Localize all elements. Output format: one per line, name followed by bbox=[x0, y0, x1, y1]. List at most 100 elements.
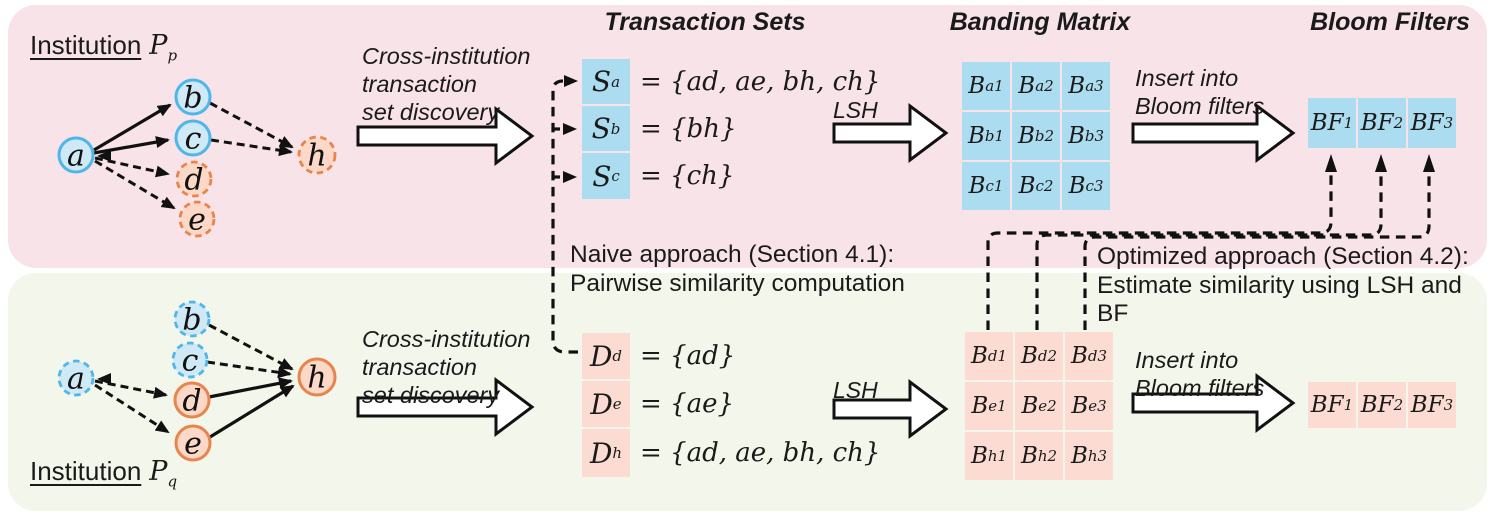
node-b-q-label: b bbox=[182, 303, 201, 338]
node-a bbox=[57, 136, 95, 174]
node-c bbox=[174, 119, 212, 157]
node-b-q bbox=[173, 300, 211, 338]
node-a-q-label: a bbox=[67, 362, 85, 397]
node-d bbox=[175, 160, 213, 198]
set-value-Dh: = {ad, ae, bh, ch} bbox=[640, 438, 881, 468]
lsh-arrow-bottom bbox=[832, 379, 949, 439]
institution-word-top: Institution bbox=[30, 30, 142, 60]
naive-approach-note: Naive approach (Section 4.1): Pairwise s… bbox=[570, 241, 905, 297]
graph-bottom: a b c d e h bbox=[57, 300, 337, 462]
arrowhead-to-Sc bbox=[563, 171, 577, 183]
edge-a-c bbox=[93, 136, 170, 155]
edge-a-e-q bbox=[94, 383, 170, 434]
set-value-Dd: = {ad} bbox=[640, 341, 736, 371]
node-d-q-label: d bbox=[182, 384, 201, 419]
arrowhead-into-a-q bbox=[97, 373, 111, 385]
node-c-q bbox=[171, 341, 209, 379]
institution-label-bottom: Institution Pq bbox=[30, 456, 177, 490]
node-b-label: b bbox=[183, 81, 202, 116]
edge-b-h-q bbox=[208, 323, 294, 371]
arrowhead-to-BF1 bbox=[1325, 154, 1337, 172]
edge-a-e bbox=[94, 159, 176, 210]
arrowhead-into-a bbox=[97, 150, 111, 162]
arrowhead-to-Sa bbox=[564, 75, 578, 87]
node-e-label: e bbox=[188, 203, 206, 238]
edge-a-b bbox=[93, 103, 172, 152]
institution-label-top: Institution Pp bbox=[30, 30, 177, 64]
node-e-q-label: e bbox=[184, 427, 202, 462]
node-e-q bbox=[174, 424, 212, 462]
node-h-label: h bbox=[307, 139, 326, 174]
title-bloom-filters: Bloom Filters bbox=[1310, 8, 1470, 36]
panel-institution-q bbox=[8, 273, 1487, 511]
set-value-De: = {ae} bbox=[640, 389, 735, 419]
insert-arrow-top bbox=[1131, 103, 1296, 163]
lsh-arrow-top bbox=[832, 103, 949, 163]
set-value-Sc: = {ch} bbox=[640, 161, 735, 191]
discovery-label-top: Cross-institution transaction set discov… bbox=[362, 43, 531, 125]
insert-label-bottom: Insert into Bloom filters bbox=[1135, 347, 1265, 401]
node-e bbox=[178, 200, 216, 238]
insert-label-top: Insert into Bloom filters bbox=[1135, 65, 1265, 119]
discovery-arrow-top bbox=[356, 106, 535, 166]
node-a-label: a bbox=[67, 139, 85, 174]
institution-symbol-top: Pp bbox=[149, 30, 178, 65]
institution-symbol-bottom: Pq bbox=[149, 456, 178, 491]
node-h-q-label: h bbox=[307, 361, 326, 396]
node-c-q-label: c bbox=[182, 344, 199, 379]
arrowhead-to-BF2 bbox=[1375, 154, 1387, 172]
connector-naive bbox=[551, 75, 579, 354]
discovery-label-bottom: Cross-institution transaction set discov… bbox=[362, 326, 531, 408]
node-d-q bbox=[173, 381, 211, 419]
node-d-label: d bbox=[184, 163, 203, 198]
title-banding-matrix: Banding Matrix bbox=[949, 8, 1131, 36]
edge-c-h bbox=[210, 138, 293, 157]
node-c-label: c bbox=[185, 122, 202, 157]
graph-top: a b c d e h bbox=[57, 78, 337, 238]
set-value-Sa: = {ad, ae, bh, ch} bbox=[640, 66, 881, 97]
node-a-q bbox=[57, 359, 95, 397]
insert-arrow-bottom bbox=[1131, 373, 1296, 433]
connector-optimized bbox=[986, 154, 1435, 330]
node-h-q bbox=[297, 357, 337, 397]
arrowhead-to-BF3 bbox=[1423, 154, 1435, 172]
node-h bbox=[297, 135, 337, 175]
